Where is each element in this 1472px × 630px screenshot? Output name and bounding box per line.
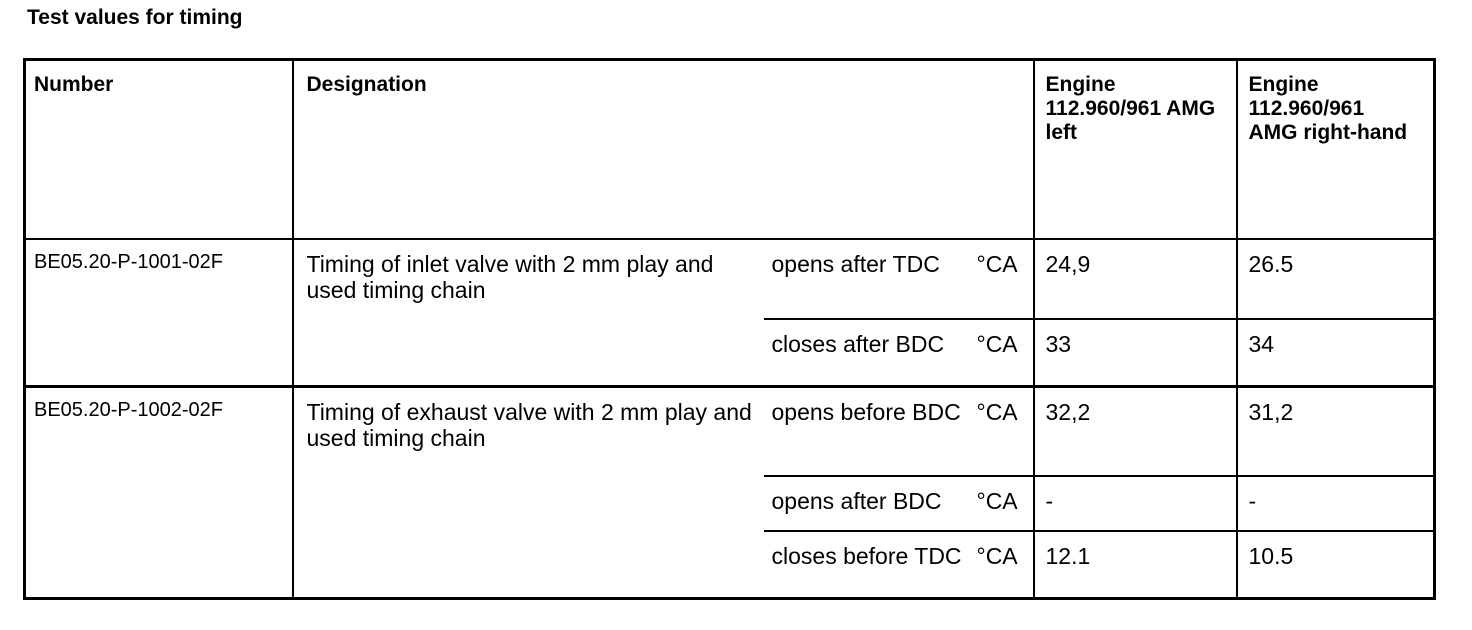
condition-cell: closes before TDC — [771, 542, 962, 569]
value-cell-engine-right: 26.5 — [1236, 238, 1435, 320]
column-header-number: Number — [24, 59, 294, 240]
value-cell-engine-left: 24,9 — [1033, 238, 1238, 320]
value-cell-engine-right: 10.5 — [1248, 542, 1294, 569]
column-header-designation: Designation — [292, 59, 1035, 240]
timing-values-table: Number Designation Engine 112.960/961 AM… — [23, 58, 1436, 600]
column-header-engine-right: Engine 112.960/961 AMG right-hand — [1236, 59, 1435, 240]
table-row: BE05.20-P-1001-02F Timing of inlet valve… — [24, 238, 1435, 388]
condition-cell: opens before BDC — [763, 386, 969, 477]
number-cell: BE05.20-P-1001-02F — [24, 238, 294, 388]
table-row: BE05.20-P-1002-02F Timing of exhaust val… — [24, 386, 1435, 599]
column-header-engine-left: Engine 112.960/961 AMG left — [1033, 59, 1238, 240]
unit-cell: °CA — [968, 386, 1035, 477]
value-cell-engine-left: 12.1 — [1033, 530, 1238, 599]
unit-cell: °CA — [968, 238, 1035, 320]
value-cell-engine-right: 34 — [1236, 318, 1435, 388]
table-row: closes after BDC °CA 33 34 — [25, 318, 1435, 388]
unit-cell: °CA — [968, 318, 1035, 388]
value-cell-engine-right: 31,2 — [1236, 386, 1435, 477]
condition-cell: opens after BDC — [763, 475, 969, 532]
unit-cell: °CA — [968, 530, 1035, 599]
condition-cell: closes after BDC — [763, 318, 969, 388]
condition-cell: opens after TDC — [763, 238, 969, 320]
table-row: opens after BDC °CA - - — [25, 475, 1435, 532]
table-row: closes before TDC °CA 12.1 10.5 — [25, 530, 1435, 599]
designation-cell: Timing of inlet valve with 2 mm play and… — [292, 238, 764, 388]
value-cell-engine-right: - — [1236, 475, 1435, 532]
designation-cell: Timing of exhaust valve with 2 mm play a… — [306, 399, 752, 452]
value-cell-engine-left: - — [1033, 475, 1238, 532]
value-cell-engine-left: 33 — [1033, 318, 1238, 388]
number-cell: BE05.20-P-1002-02F — [24, 386, 294, 599]
table-header-row: Number Designation Engine 112.960/961 AM… — [24, 59, 1435, 240]
unit-cell: °CA — [968, 475, 1035, 532]
page-title: Test values for timing — [27, 6, 243, 29]
value-cell-engine-left: 32,2 — [1033, 386, 1238, 477]
